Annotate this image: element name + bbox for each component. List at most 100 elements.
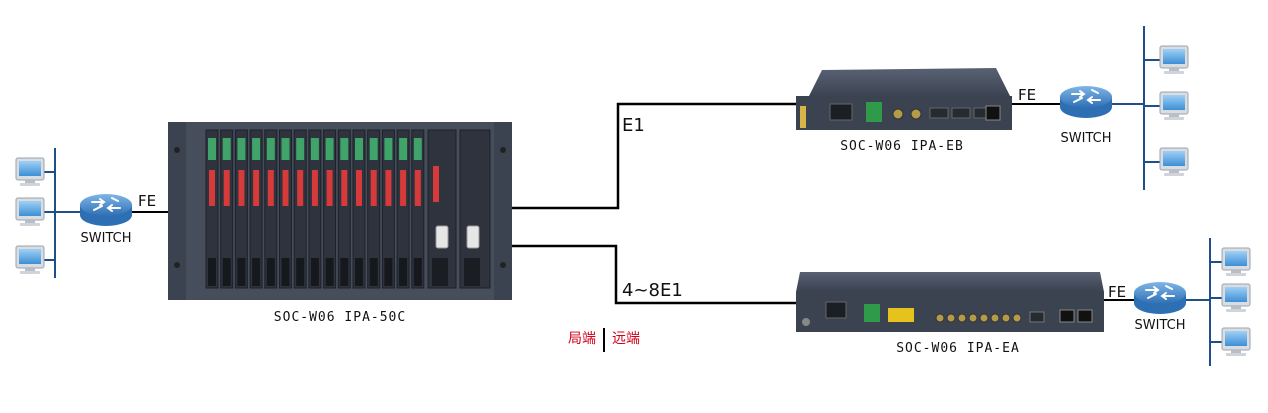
module-card (352, 129, 366, 289)
remote-ea-fe-label: FE (1108, 283, 1126, 301)
remote-ea-device: SOC-W06 IPA-EA (796, 272, 1104, 356)
bnc-port (990, 313, 1000, 323)
4-8e1-link: 4~8E1 (512, 244, 800, 305)
chassis-label: SOC-W06 IPA-50C (274, 310, 406, 325)
legend-remote: 远端 (612, 331, 640, 347)
module-led (310, 138, 319, 160)
module-led (252, 138, 261, 160)
remote-eb-device: SOC-W06 IPA-EB (796, 68, 1012, 154)
module-dip-switch (326, 170, 333, 206)
module-port (355, 258, 363, 286)
module-dip-switch (356, 170, 362, 206)
remote-ea-pc-3 (1210, 327, 1251, 357)
module-led (355, 138, 363, 160)
remote-ea-pc-2 (1210, 283, 1251, 313)
module-port (222, 258, 231, 286)
remote-ea-site: FE SWITCH (1104, 238, 1251, 366)
module-card (249, 129, 263, 289)
module-led (222, 138, 231, 160)
module-dip-switch (385, 170, 392, 206)
module-card (396, 129, 410, 289)
module-led (281, 138, 290, 160)
bnc-port (957, 313, 967, 323)
module-led (340, 138, 349, 160)
4-8e1-label: 4~8E1 (622, 280, 683, 301)
module-dip-switch (209, 170, 215, 206)
module-card (264, 129, 278, 289)
module-card (220, 129, 234, 289)
module-led (384, 138, 393, 160)
module-led (296, 138, 305, 160)
bnc-port (979, 313, 989, 323)
module-port (399, 258, 408, 286)
module-led (237, 138, 246, 160)
bnc-port (968, 313, 978, 323)
module-card (205, 129, 219, 289)
remote-ea-switch-icon (1133, 281, 1187, 315)
module-card (234, 129, 248, 289)
module-dip-switch (253, 170, 260, 206)
module-dip-switch (267, 170, 274, 206)
module-port (208, 258, 216, 286)
left-pc-1 (15, 157, 55, 187)
module-port (413, 258, 422, 286)
remote-eb-pc-1 (1144, 45, 1189, 75)
module-led (413, 138, 422, 160)
module-port (384, 258, 393, 286)
module-card (323, 129, 337, 289)
module-led (266, 138, 275, 160)
bnc-port (935, 313, 945, 323)
module-card (279, 129, 292, 289)
legend-local: 局端 (568, 331, 596, 347)
remote-eb-pc-3 (1144, 147, 1189, 177)
module-port (310, 258, 319, 286)
bnc-port (1001, 313, 1011, 323)
e1-link: E1 (512, 102, 800, 210)
module-card (367, 129, 381, 289)
remote-eb-site: FE SWITCH (1012, 26, 1189, 190)
module-port (369, 258, 378, 286)
module-led (369, 138, 378, 160)
remote-eb-pc-2 (1144, 91, 1189, 121)
bnc-port (1012, 313, 1022, 323)
module-port (296, 258, 305, 286)
module-dip-switch (370, 170, 377, 206)
module-port (252, 258, 261, 286)
module-card (293, 129, 307, 289)
module-port (266, 258, 275, 286)
module-led (325, 138, 334, 160)
module-card (308, 129, 322, 289)
bnc-port (946, 313, 956, 323)
module-port (281, 258, 290, 286)
module-dip-switch (223, 170, 230, 206)
module-port (325, 258, 334, 286)
module-card (381, 129, 395, 289)
e1-label: E1 (622, 115, 645, 136)
remote-eb-switch-label: SWITCH (1061, 131, 1112, 146)
left-switch-label: SWITCH (81, 231, 132, 246)
remote-ea-label: SOC-W06 IPA-EA (896, 341, 1020, 356)
remote-ea-bnc-ports (935, 313, 1022, 323)
module-led (208, 138, 216, 160)
legend: 局端 远端 (568, 328, 640, 352)
left-site: SWITCH FE (15, 148, 170, 278)
left-pc-2 (15, 197, 80, 227)
module-dip-switch (297, 170, 304, 206)
module-card (337, 129, 351, 289)
module-dip-switch (311, 170, 318, 206)
remote-eb-fe-label: FE (1018, 86, 1036, 104)
left-fe-label: FE (138, 192, 156, 210)
remote-eb-switch-icon (1059, 85, 1113, 119)
module-dip-switch (400, 170, 407, 206)
module-dip-switch (238, 170, 245, 206)
module-port (340, 258, 349, 286)
module-card (411, 129, 425, 289)
left-switch-icon (79, 193, 133, 227)
remote-eb-label: SOC-W06 IPA-EB (840, 139, 964, 154)
chassis-device: SOC-W06 IPA-50C (168, 122, 512, 325)
remote-ea-switch-label: SWITCH (1135, 318, 1186, 333)
module-dip-switch (282, 170, 289, 206)
chassis-modules (205, 129, 425, 289)
module-led (399, 138, 408, 160)
